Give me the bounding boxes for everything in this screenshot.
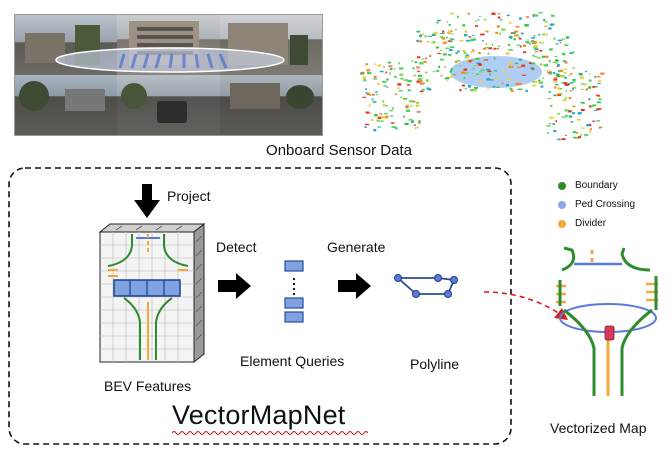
detect-arrow xyxy=(218,273,251,299)
polyline-glyph xyxy=(394,274,458,298)
bev-features-label: BEV Features xyxy=(104,378,192,394)
lidar-point-cloud xyxy=(360,12,605,141)
element-queries-label: Element Queries xyxy=(240,353,345,369)
boundary-dot-icon xyxy=(558,181,566,190)
camera-back xyxy=(117,75,220,135)
vectorized-map-label: Vectorized Map xyxy=(550,420,647,436)
element-queries xyxy=(284,260,304,323)
camera-back-right xyxy=(219,75,322,135)
legend: Boundary Ped Crossing Divider xyxy=(558,176,635,233)
divider-dot-icon xyxy=(558,219,566,228)
ped-crossing-dot-icon xyxy=(558,200,566,209)
vectorized-map xyxy=(556,246,658,396)
lidar-ped-crossing-highlight xyxy=(450,56,542,88)
project-arrow xyxy=(134,184,160,218)
legend-item-ped-crossing: Ped Crossing xyxy=(558,195,635,214)
camera-ped-crossing-overlay xyxy=(55,47,285,73)
generate-label: Generate xyxy=(327,239,386,255)
detect-label: Detect xyxy=(216,239,257,255)
bev-features-grid xyxy=(98,222,206,364)
polyline-label: Polyline xyxy=(410,356,460,372)
project-label: Project xyxy=(167,188,211,204)
spellcheck-underline xyxy=(172,431,368,435)
camera-back-left xyxy=(15,75,118,135)
legend-item-divider: Divider xyxy=(558,214,635,233)
model-name-title: VectorMapNet xyxy=(172,400,346,430)
lidar-points xyxy=(360,12,605,141)
generate-arrow xyxy=(338,273,371,299)
legend-item-boundary: Boundary xyxy=(558,176,635,195)
sensor-caption: Onboard Sensor Data xyxy=(266,142,412,159)
